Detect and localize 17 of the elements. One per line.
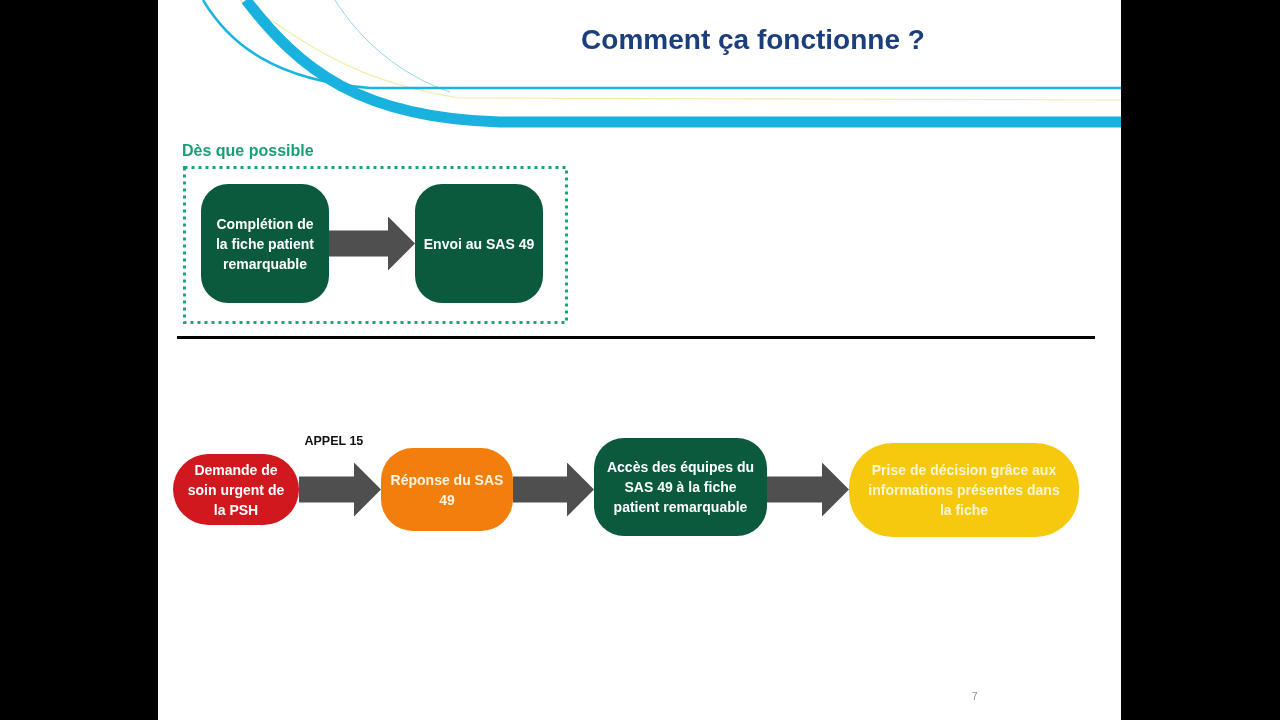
- slide-title: Comment ça fonctionne ?: [580, 23, 926, 57]
- box-text: Demande de soin urgent de la PSH: [186, 460, 286, 520]
- process-box: [381, 448, 513, 531]
- group-heading: Dès que possible: [182, 141, 314, 161]
- box-text: Envoi au SAS 49: [423, 234, 535, 254]
- block-arrow: [329, 216, 415, 271]
- box-text: Réponse du SAS 49: [389, 470, 505, 510]
- process-box: [415, 184, 543, 303]
- process-box: [201, 184, 329, 303]
- block-arrow: [767, 462, 849, 517]
- block-arrow: [513, 462, 594, 517]
- block-arrow: [299, 462, 381, 517]
- box-text: Accès des équipes du SAS 49 à la fiche patient remarquable: [605, 458, 756, 517]
- box-text: Complétion de la fiche patient remarquable: [215, 214, 315, 274]
- box-text: Prise de décision grâce aux informations présentes dans la fiche: [867, 461, 1061, 520]
- page-number: 7: [972, 691, 978, 703]
- process-box: [594, 438, 767, 536]
